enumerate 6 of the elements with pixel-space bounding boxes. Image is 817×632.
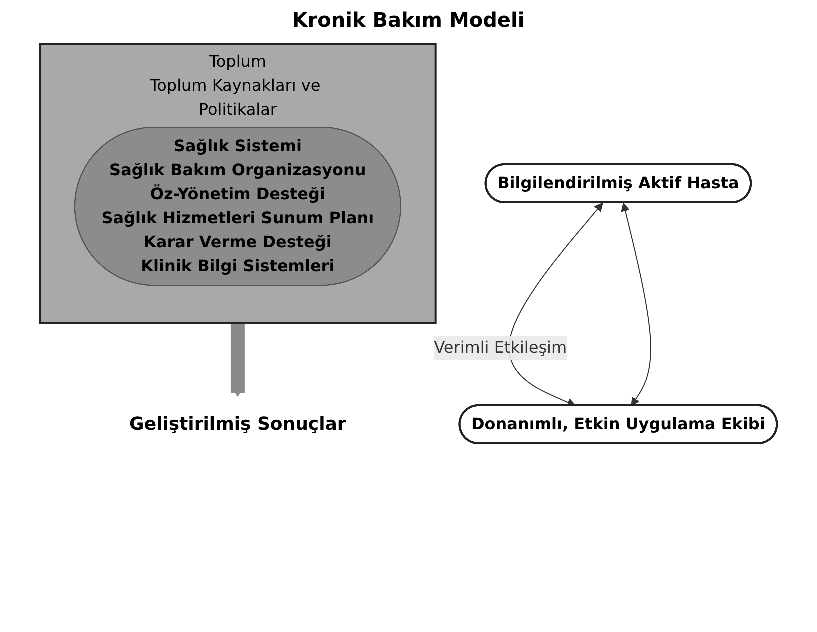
node-text: Geliştirilmiş Sonuçlar — [129, 414, 346, 435]
arrow — [230, 322, 245, 398]
arrow — [621, 202, 652, 406]
diagram-title: Kronik Bakım Modeli — [291, 8, 526, 32]
edge-label: Verimli Etkileşim — [434, 338, 568, 358]
arrow — [508, 202, 604, 407]
